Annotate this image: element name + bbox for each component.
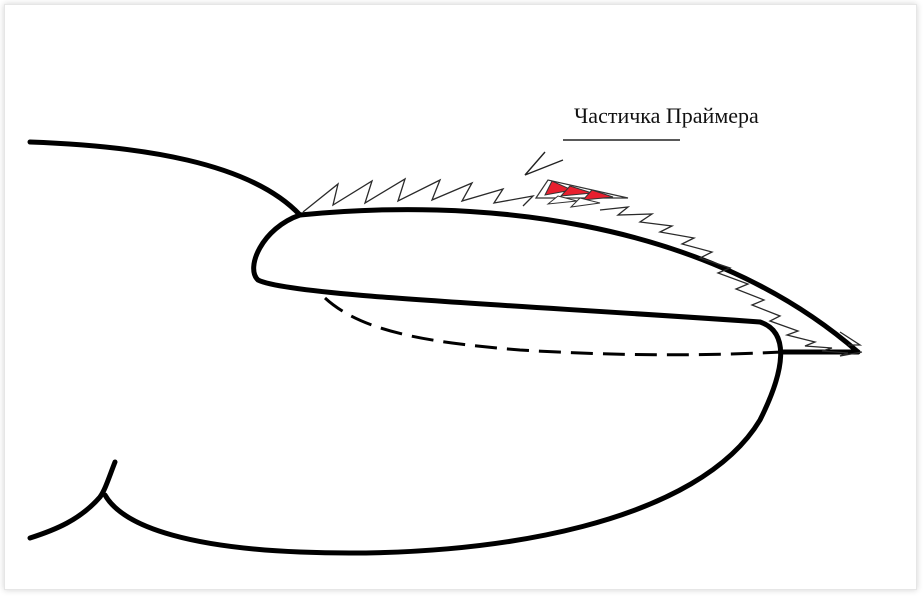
serration-row-back — [303, 179, 533, 212]
finger-top-contour — [30, 142, 300, 215]
nail-plate-back — [254, 215, 760, 322]
finger-outline — [30, 142, 858, 553]
primer-particle — [536, 180, 628, 207]
primer-triangle-5 — [571, 198, 600, 207]
serration-row-front — [600, 207, 862, 356]
finger-crease — [30, 462, 115, 538]
primer-particle-label: Частичка Праймера — [574, 103, 759, 128]
fingertip-contour — [105, 322, 781, 553]
annotation-leader — [525, 140, 680, 175]
leader-pointer — [525, 152, 563, 175]
